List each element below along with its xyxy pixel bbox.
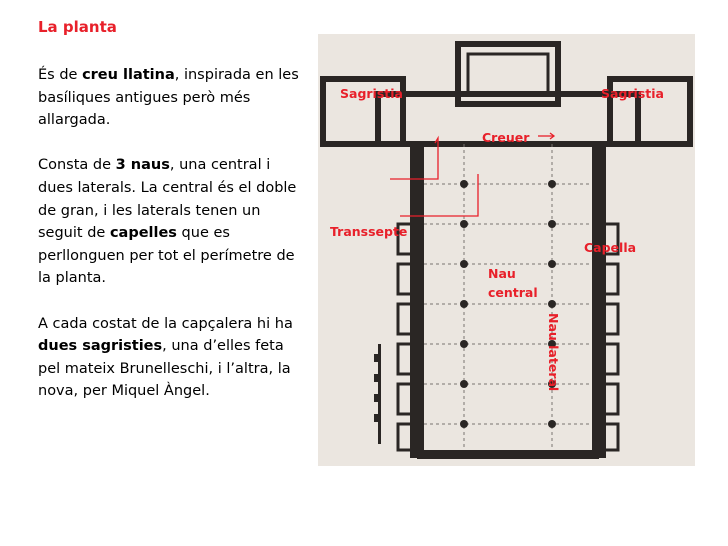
paragraph-naves: Consta de 3 naus, una central i dues lat… [38,157,297,287]
highlight-dues-sagristies: dues sagristies [38,338,163,355]
slide-body: És de creu llatina, inspirada en les bas… [38,64,300,426]
floor-plan-drawing [318,34,695,466]
paragraph-sacristies: A cada costat de la capçalera hi ha dues… [38,315,293,400]
paragraph-cross-shape: És de creu llatina, inspirada en les bas… [38,67,299,129]
label-capella: Capella [584,240,637,255]
label-sagristia-left: Sagristia [340,86,403,101]
label-transsepte: Transsepte [330,224,408,239]
highlight-capelles: capelles [109,225,177,242]
highlight-creu-llatina: creu llatina [82,67,175,83]
label-nau-central-line1: Nau [488,266,516,281]
basilica-floor-plan: Sagristia Sagristia Creuer Transsepte Ca… [318,34,695,466]
label-sagristia-right: Sagristia [601,86,664,101]
label-creuer: Creuer [482,130,530,145]
slide-title: La planta [38,18,117,36]
label-nau-central-line2: central [488,285,538,300]
label-nau-lateral: Nau lateral [546,313,561,392]
highlight-3-naus: 3 naus [115,157,170,174]
